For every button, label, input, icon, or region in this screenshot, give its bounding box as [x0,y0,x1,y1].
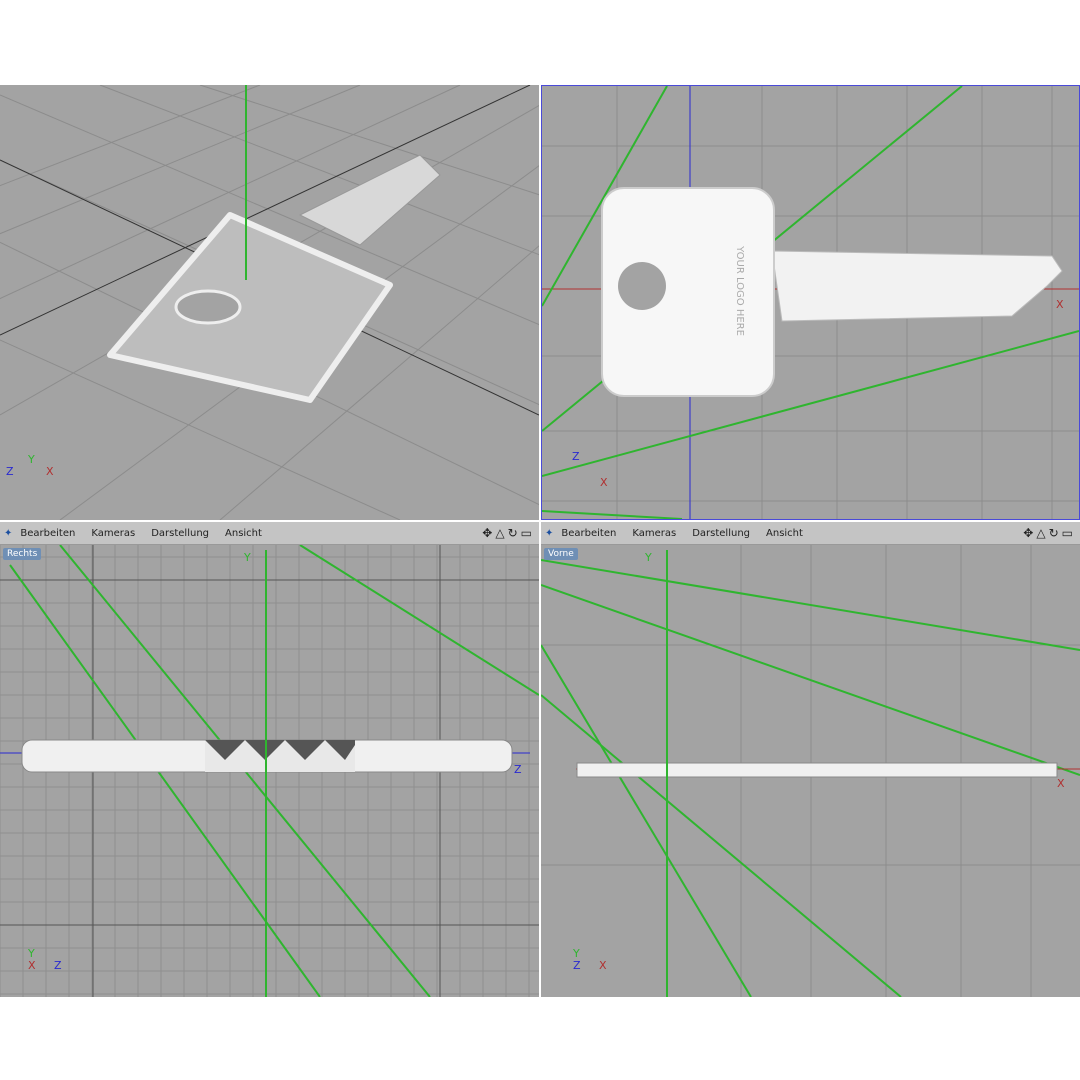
rotate-icon[interactable]: △ [1036,526,1049,540]
axis-x-label: X [600,476,608,489]
menu-bearbeiten[interactable]: Bearbeiten [20,527,76,539]
axis-x-label: X [599,959,607,972]
menu-kameras[interactable]: Kameras [91,527,136,539]
viewport-label: Vorne [544,548,578,560]
maximize-icon[interactable]: ▭ [520,526,535,540]
axis-x-label: X [46,465,54,478]
axis-z-label: Z [6,465,14,478]
axis-z-label: Z [573,959,581,972]
key-engraving: YOUR LOGO HERE [734,245,745,336]
menubar-right-view: ✦ Bearbeiten Kameras Darstellung Ansicht… [0,522,539,545]
axis-z-label: Z [514,763,522,776]
menu-kameras[interactable]: Kameras [632,527,677,539]
axis-x-label: X [1056,298,1064,311]
axis-y-label: Y [645,551,652,564]
axis-z-label: Z [572,450,580,463]
viewport-front[interactable]: Vorne Y X Y Z X [541,545,1080,997]
menubar-front-view: ✦ Bearbeiten Kameras Darstellung Ansicht… [541,522,1080,545]
front-scene [541,545,1080,997]
zoom-icon[interactable]: ↻ [1048,526,1062,540]
key-front [576,762,1058,778]
menu-ansicht[interactable]: Ansicht [766,527,803,539]
rotate-icon[interactable]: △ [495,526,508,540]
axis-y-label: Y [573,947,580,960]
axis-y-label: Y [244,551,251,564]
menu-bearbeiten[interactable]: Bearbeiten [561,527,617,539]
axis-y-label: Y [28,947,35,960]
axis-x-label: X [28,959,36,972]
axis-y-label: Y [28,453,35,466]
view-logo-icon: ✦ [545,527,554,539]
menu-darstellung[interactable]: Darstellung [692,527,751,539]
viewport-right[interactable]: Rechts Y Z Y X Z [0,545,539,997]
key-3d [107,154,441,403]
axis-x-label: X [1057,777,1065,790]
top-scene: YOUR LOGO HERE [542,86,1079,519]
maximize-icon[interactable]: ▭ [1061,526,1076,540]
zoom-icon[interactable]: ↻ [507,526,521,540]
viewport-perspective[interactable]: Z Y X [0,85,539,520]
menu-darstellung[interactable]: Darstellung [151,527,210,539]
move-icon[interactable]: ✥ [482,526,496,540]
menu-ansicht[interactable]: Ansicht [225,527,262,539]
right-scene [0,545,539,997]
move-icon[interactable]: ✥ [1023,526,1037,540]
axis-z-label: Z [54,959,62,972]
viewport-label: Rechts [3,548,42,560]
key-top: YOUR LOGO HERE [601,187,1063,397]
perspective-scene [0,85,539,520]
viewport-top[interactable]: YOUR LOGO HERE X Z X [541,85,1080,520]
view-logo-icon: ✦ [4,527,13,539]
